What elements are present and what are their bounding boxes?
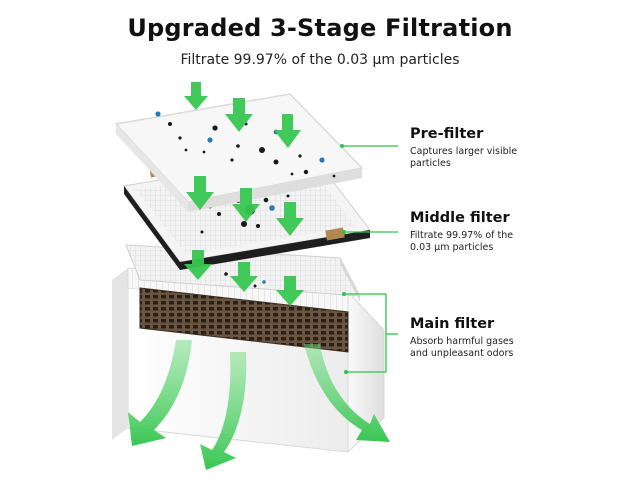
page-title: Upgraded 3-Stage Filtration [127,14,513,42]
curved-arrow-icon [304,344,390,442]
arrow-down-icon [225,98,253,132]
main-filter-description: Absorb harmful gases and unpleasant odor… [410,336,514,359]
arrow-down-icon [276,276,304,306]
pre-filter-panel [114,93,364,212]
arrow-down-icon [186,176,214,210]
arrow-down-icon [184,82,208,110]
pre-filter-title: Pre-filter [410,126,484,142]
main-filter-label: Main filter Absorb harmful gases and unp… [410,316,520,360]
callout-lines [340,144,398,374]
arrow-down-icon [184,250,212,280]
arrow-down-icon [274,114,301,148]
pre-filter-label: Pre-filter Captures larger visible parti… [410,126,520,170]
middle-filter-title: Middle filter [410,210,510,226]
airflow-arrows-down [184,82,304,306]
pre-filter-description: Captures larger visible particles [410,146,518,169]
page-subtitle: Filtrate 99.97% of the 0.03 µm particles [180,52,460,68]
arrow-down-icon [276,202,304,236]
airflow-arrows-out [128,340,390,470]
middle-filter-label: Middle filter Filtrate 99.97% of the 0.0… [410,210,520,254]
arrow-down-icon [230,262,258,292]
middle-filter-description: Filtrate 99.97% of the 0.03 µm particles [410,230,514,253]
curved-arrow-icon [128,340,192,446]
main-filter-title: Main filter [410,316,495,332]
arrow-down-icon [232,188,260,222]
curved-arrow-icon [200,352,247,470]
